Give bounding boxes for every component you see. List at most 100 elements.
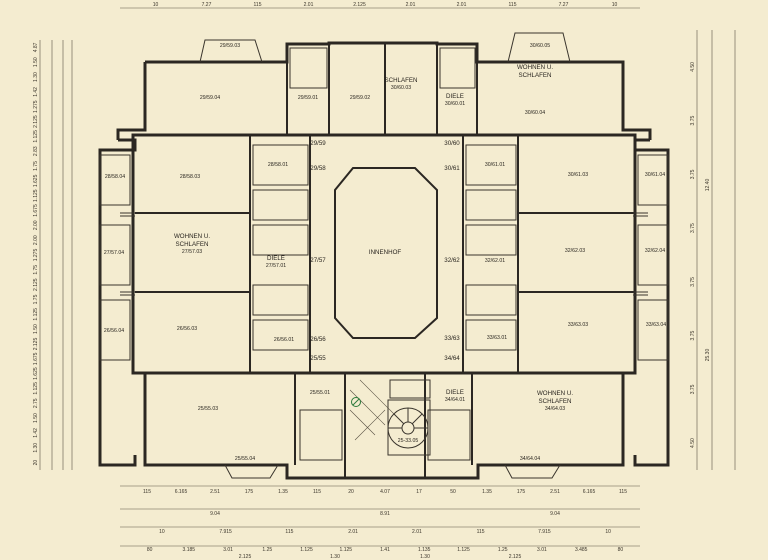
- dim-left-0: 4.87: [33, 42, 39, 52]
- label-stair: 25-33.05: [398, 438, 419, 444]
- entrance-marker-icon: [351, 397, 361, 407]
- dim-left-5: 2.125: [33, 115, 39, 128]
- label-32-62-01: 32/62.01: [485, 258, 505, 264]
- label-schlafen-ne: SCHLAFEN: [518, 72, 551, 79]
- label-wohnen-se: WOHNEN U.: [537, 390, 573, 397]
- label-27-57-03: 27/57.03: [182, 249, 202, 255]
- dim-bottom5-3: 2.125: [509, 554, 522, 560]
- dim-left-10: 1.125: [33, 189, 39, 202]
- dim-bottom4-0: 80: [147, 547, 153, 553]
- dim-left-17: 1.75: [33, 294, 39, 304]
- dim-right-0: 4.50: [690, 62, 696, 72]
- dim-left-7: 2.83: [33, 146, 39, 156]
- dim-bottom3-5: 115: [477, 529, 485, 535]
- label-29-59-02: 29/59.02: [350, 95, 370, 101]
- dim-left-27: 1.30: [33, 443, 39, 453]
- dim-top-7: 115: [509, 2, 517, 8]
- label-27-57-01: 27/57.01: [266, 263, 286, 269]
- dim-left-4: 1.275: [33, 100, 39, 113]
- bay-windows: [99, 32, 669, 479]
- dim-bottom1-2: 2.51: [210, 489, 220, 495]
- label-30-61-04: 30/61.04: [645, 172, 665, 178]
- label-schlafen-se: SCHLAFEN: [538, 398, 571, 405]
- dim-top-5: 2.01: [406, 2, 416, 8]
- label-30-60-05: 30/60.05: [530, 43, 550, 49]
- spiral-stair-icon: [387, 407, 429, 449]
- dim-bottom4-11: 3.485: [575, 547, 588, 553]
- label-30-61-01: 30/61.01: [485, 162, 505, 168]
- dim-left-19: 1.50: [33, 324, 39, 334]
- label-26-56-01: 26/56.01: [274, 337, 294, 343]
- dim-bottom3-3: 2.01: [348, 529, 358, 535]
- dim-bottom2-2: 9.04: [550, 511, 560, 517]
- label-25-55-01: 25/55.01: [310, 390, 330, 396]
- label-29-59-04: 29/59.04: [200, 95, 220, 101]
- dim-bottom4-10: 3.01: [537, 547, 547, 553]
- dim-bottom1-3: 175: [245, 489, 254, 495]
- dim-top-9: 10: [612, 2, 618, 8]
- dim-bottom3-6: 7.915: [538, 529, 551, 535]
- dim-left-26: 1.42: [33, 428, 39, 438]
- dim-right-1: 3.75: [690, 116, 696, 126]
- label-30-60-01-top: 30/60.01: [445, 101, 465, 107]
- dim-left-8: 1.75: [33, 161, 39, 171]
- dim-top-0: 10: [153, 2, 159, 8]
- label-diele-w: DIELE: [267, 255, 285, 262]
- label-wohnen-w: WOHNEN U.: [174, 233, 210, 240]
- dim-left-24: 2.75: [33, 398, 39, 408]
- dim-bottom4-6: 1.41: [380, 547, 390, 553]
- dim-left-21: 1.675: [33, 352, 39, 365]
- label-28-58-03: 28/58.03: [180, 174, 200, 180]
- dim-left-20: 2.125: [33, 338, 39, 351]
- dim-top-8: 7.27: [559, 2, 569, 8]
- dim-right-total-1: 25.30: [705, 349, 711, 362]
- label-26-56: 26/56: [310, 336, 326, 343]
- label-30-61: 30/61: [444, 165, 460, 172]
- courtyard-outline: [334, 167, 438, 339]
- dim-bottom5-2: 1.30: [420, 554, 430, 560]
- label-32-62-04: 32/62.04: [645, 248, 665, 254]
- dim-bottom1-7: 4.07: [380, 489, 390, 495]
- label-30-60-03-top: 30/60.03: [391, 85, 411, 91]
- dim-bottom4-12: 80: [618, 547, 624, 553]
- label-28-58-01: 28/58.01: [268, 162, 288, 168]
- dim-top-2: 115: [254, 2, 262, 8]
- dim-right-7: 4.50: [690, 438, 696, 448]
- label-28-58-04: 28/58.04: [105, 174, 125, 180]
- dim-left-11: 1.675: [33, 204, 39, 217]
- dim-bottom1-4: 1.35: [278, 489, 288, 495]
- dim-right-total-0: 12.40: [705, 179, 711, 192]
- dim-bottom4-1: 3.185: [183, 547, 196, 553]
- dim-left-3: 1.42: [33, 87, 39, 97]
- balcony-rails: [120, 212, 648, 296]
- dim-left-16: 2.125: [33, 278, 39, 291]
- dim-bottom1-10: 1.35: [482, 489, 492, 495]
- dim-bottom3-0: 10: [159, 529, 165, 535]
- dim-right-4: 3.75: [690, 277, 696, 287]
- dim-left-15: 1.75: [33, 265, 39, 275]
- dim-right-3: 3.75: [690, 223, 696, 233]
- label-schlafen-top: SCHLAFEN: [384, 77, 417, 84]
- dim-right-6: 3.75: [690, 384, 696, 394]
- dim-top-4: 2.125: [353, 2, 366, 8]
- label-25-55: 25/55: [310, 355, 326, 362]
- dim-bottom4-5: 1.125: [340, 547, 353, 553]
- room-labels: SCHLAFEN 30/60.03 DIELE 30/60.01 29/59.0…: [104, 43, 666, 462]
- dim-bottom3-2: 115: [285, 529, 293, 535]
- label-26-56-03: 26/56.03: [177, 326, 197, 332]
- dim-left-28: 20: [33, 460, 39, 466]
- label-innenhof: INNENHOF: [369, 249, 402, 256]
- dim-left-9: 1.625: [33, 174, 39, 187]
- label-32-62: 32/62: [444, 257, 460, 264]
- label-schlafen-w: SCHLAFEN: [175, 241, 208, 248]
- dim-bottom1-0: 115: [143, 489, 151, 495]
- dimension-lines: [39, 7, 736, 547]
- stair-hall-tiling: [349, 379, 396, 441]
- dim-bottom1-14: 115: [619, 489, 627, 495]
- dim-left-1: 1.50: [33, 57, 39, 67]
- dim-left-25: 1.50: [33, 413, 39, 423]
- dim-bottom4-9: 1.25: [498, 547, 508, 553]
- label-34-64-04: 34/64.04: [520, 456, 540, 462]
